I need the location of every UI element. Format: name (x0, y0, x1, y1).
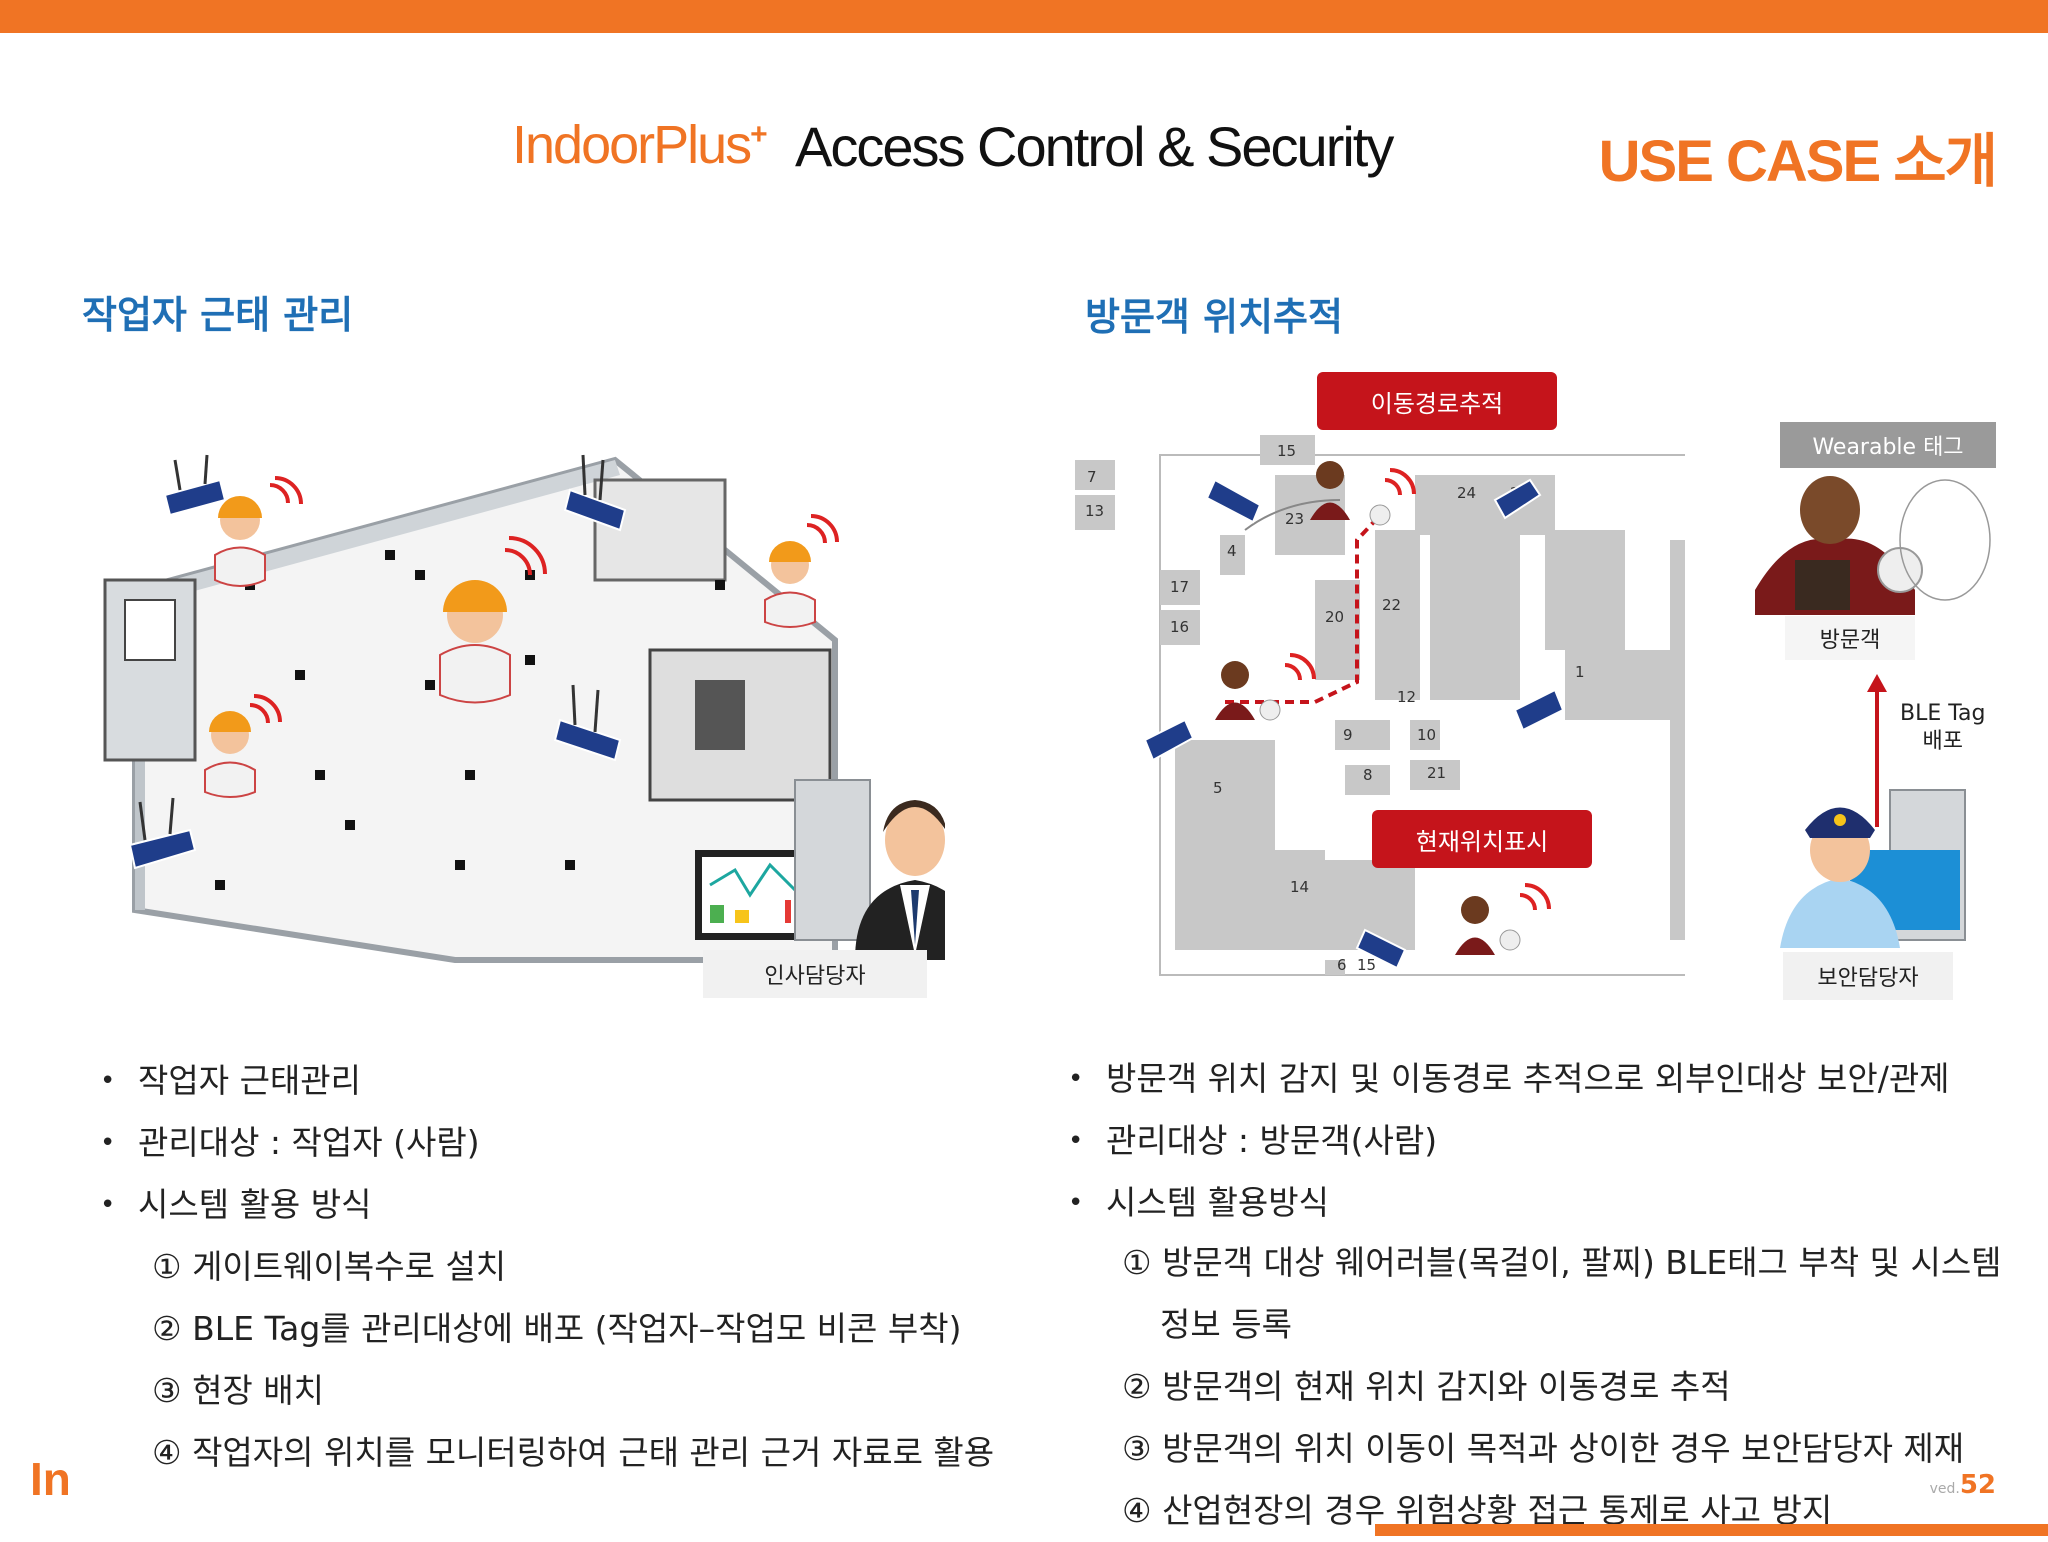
svg-text:10: 10 (1417, 726, 1436, 744)
ble-label-line: BLE Tag (1900, 701, 1986, 726)
list-item: 정보 등록 (1160, 1305, 1292, 1344)
ble-deploy-label: BLE Tag 배포 (1900, 700, 1986, 756)
gateway-icon (1513, 688, 1565, 732)
current-location-label: 현재위치표시 (1372, 810, 1592, 868)
hr-person-icon (855, 800, 945, 960)
left-section-title: 작업자 근태 관리 (82, 293, 354, 337)
list-item: ② 방문객의 현재 위치 감지와 이동경로 추적 (1122, 1367, 1731, 1406)
right-section-title: 방문객 위치추적 (1085, 295, 1343, 339)
list-item: ① 게이트웨이복수로 설치 (152, 1247, 507, 1286)
svg-text:5: 5 (1213, 779, 1223, 797)
svg-text:22: 22 (1382, 596, 1401, 614)
svg-text:12: 12 (1397, 688, 1416, 706)
worker-icon (439, 536, 547, 704)
gateway-icon (128, 797, 197, 870)
list-item: 시스템 활용 방식 (100, 1174, 480, 1236)
right-step-list: ① 방문객 대상 웨어러블(목걸이, 팔찌) BLE태그 부착 및 시스템 정보… (1122, 1232, 2002, 1542)
list-item: ③ 현장 배치 (152, 1371, 325, 1410)
gateway-icon (163, 454, 227, 517)
room-numbers: 15 7 13 23 24 24 4 17 16 20 22 1 12 9 10… (1085, 442, 1585, 974)
worker-icon (214, 476, 303, 587)
gateway-icon (563, 454, 627, 532)
worker-icon (764, 514, 839, 628)
svg-text:8: 8 (1363, 766, 1373, 784)
gateway-icon (1205, 478, 1262, 524)
page-number: ved.52 (1929, 1470, 1996, 1500)
visitor-icon (1455, 896, 1521, 955)
svg-text:13: 13 (1085, 502, 1104, 520)
svg-text:23: 23 (1285, 510, 1304, 528)
svg-text:16: 16 (1170, 618, 1189, 636)
svg-text:20: 20 (1325, 608, 1344, 626)
list-item: 작업자 근태관리 (100, 1050, 480, 1112)
route-path (1225, 508, 1387, 704)
list-item: ④ 산업현장의 경우 위험상황 접근 통제로 사고 방지 (1122, 1491, 1833, 1530)
svg-text:15: 15 (1357, 956, 1376, 974)
svg-text:1: 1 (1575, 663, 1585, 681)
gateway-icon (553, 684, 622, 762)
left-step-list: ① 게이트웨이복수로 설치 ② BLE Tag를 관리대상에 배포 (작업자–작… (152, 1236, 994, 1484)
worker-floor-illustration (103, 454, 945, 963)
visitor-label: 방문객 (1785, 616, 1915, 660)
list-item: ④ 작업자의 위치를 모니터링하여 근태 관리 근거 자료로 활용 (152, 1433, 995, 1472)
gateway-icon (1143, 718, 1195, 762)
list-item: 관리대상 : 작업자 (사람) (100, 1112, 480, 1174)
worker-icon (204, 694, 282, 798)
svg-text:17: 17 (1170, 578, 1189, 596)
list-item: 관리대상 : 방문객(사람) (1068, 1110, 1950, 1172)
svg-text:24: 24 (1457, 484, 1476, 502)
gateway-icon (1355, 928, 1407, 970)
bottom-accent-bar (1375, 1524, 2048, 1536)
svg-text:15: 15 (1277, 442, 1296, 460)
security-guard-illustration (1780, 789, 1966, 948)
route-tracking-label: 이동경로추적 (1317, 372, 1557, 430)
list-item: ③ 방문객의 위치 이동이 목적과 상이한 경우 보안담당자 제재 (1122, 1429, 1965, 1468)
list-item: ① 방문객 대상 웨어러블(목걸이, 팔찌) BLE태그 부착 및 시스템 (1122, 1243, 2002, 1282)
wearable-tag-label: Wearable 태그 (1780, 422, 1996, 468)
svg-text:9: 9 (1343, 726, 1353, 744)
svg-text:21: 21 (1427, 764, 1446, 782)
brand-logo: IndoorPlus+ (512, 115, 768, 175)
right-bullet-list: 방문객 위치 감지 및 이동경로 추적으로 외부인대상 보안/관제 관리대상 :… (1068, 1048, 1950, 1234)
list-item: 방문객 위치 감지 및 이동경로 추적으로 외부인대상 보안/관제 (1068, 1048, 1950, 1110)
hr-manager-label: 인사담당자 (703, 950, 927, 998)
page-title: Access Control & Security (795, 115, 1394, 178)
visitor-icon (1310, 461, 1391, 526)
svg-text:7: 7 (1087, 468, 1097, 486)
visitor-floorplan: 15 7 13 23 24 24 4 17 16 20 22 1 12 9 10… (1075, 435, 1685, 976)
list-item: ② BLE Tag를 관리대상에 배포 (작업자–작업모 비콘 부착) (152, 1309, 962, 1348)
left-bullet-list: 작업자 근태관리 관리대상 : 작업자 (사람) 시스템 활용 방식 (100, 1050, 480, 1236)
visitor-icon (1215, 661, 1281, 721)
svg-text:6: 6 (1337, 956, 1347, 974)
top-accent-bar (0, 0, 2048, 33)
gateway-icon (1493, 478, 1542, 520)
title-row: IndoorPlus+ Access Control & Security US… (0, 108, 2048, 194)
svg-text:14: 14 (1290, 878, 1309, 896)
usecase-title: USE CASE 소개 (1598, 129, 1998, 194)
security-manager-label: 보안담당자 (1783, 952, 1953, 1000)
svg-text:4: 4 (1227, 542, 1237, 560)
server-icon (794, 779, 871, 941)
footer-logo: In (30, 1453, 71, 1505)
list-item: 시스템 활용방식 (1068, 1172, 1950, 1234)
visitor-with-tag-illustration (1755, 476, 1991, 615)
ble-arrow-icon (1867, 674, 1887, 827)
ble-label-line: 배포 (1922, 729, 1963, 754)
